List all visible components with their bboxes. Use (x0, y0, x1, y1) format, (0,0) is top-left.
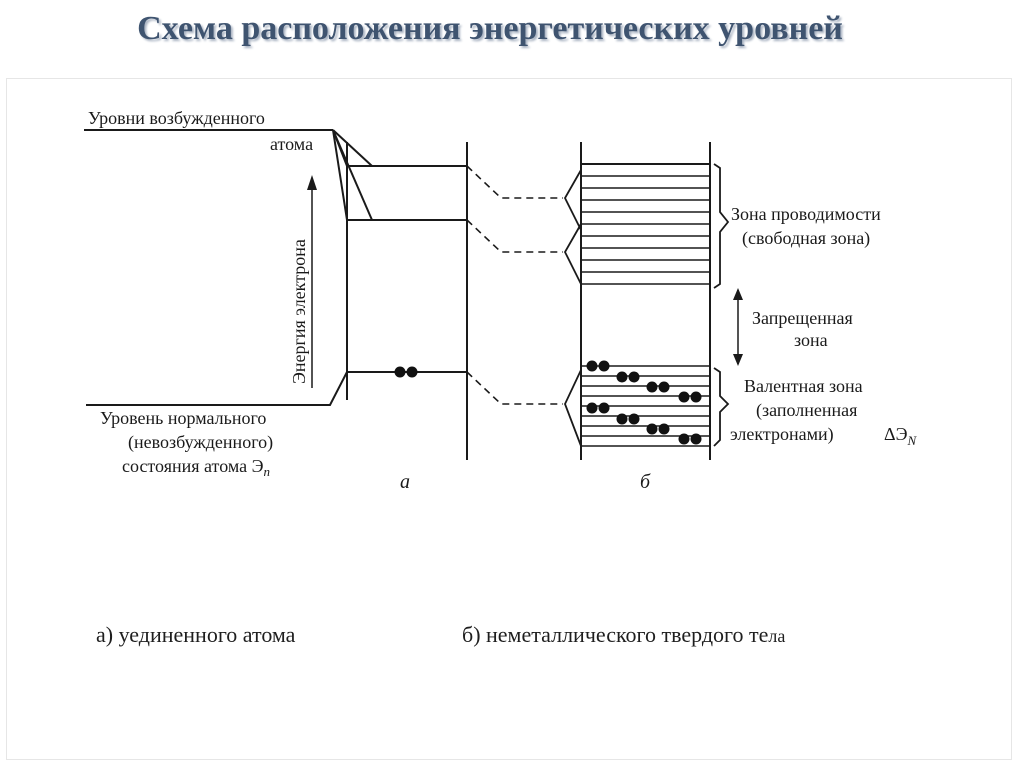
caption-b: б) неметаллического твердого тела (462, 622, 785, 648)
excited-leader-3 (332, 129, 348, 221)
electron (586, 360, 598, 372)
forbidden-arrow-up (733, 288, 743, 300)
electron (646, 423, 658, 435)
dashed-link-ground (466, 371, 563, 405)
band-brace-upper (563, 169, 582, 231)
caption-b-main: б) неметаллического твердого те (462, 622, 769, 647)
electron (658, 423, 670, 435)
dashed-link-lower (466, 219, 563, 253)
slide-title: Схема расположения энергетических уровне… (137, 10, 843, 47)
ground-label-line2: (невозбужденного) (128, 432, 273, 453)
ground-leader (86, 371, 348, 406)
electron (616, 371, 628, 383)
electron (658, 381, 670, 393)
ground-label-line1: Уровень нормального (100, 408, 266, 428)
conduction-label-line1: Зона проводимости (731, 204, 881, 224)
forbidden-arrow-down (733, 354, 743, 366)
electron (586, 402, 598, 414)
energy-axis-arrowhead (307, 175, 317, 190)
electron (678, 391, 690, 403)
electron (406, 366, 418, 378)
valence-electrons (586, 360, 702, 445)
energy-axis-label: Энергия электрона (289, 239, 309, 384)
excited-label-line1: Уровни возбужденного (88, 108, 265, 128)
slide-frame (6, 78, 1012, 760)
dashed-link-upper (466, 165, 563, 199)
conduction-band-levels (581, 175, 710, 285)
electron (646, 381, 658, 393)
panel-a-label: а (400, 471, 410, 493)
panel-b-label: б (640, 471, 651, 493)
electron (678, 433, 690, 445)
caption-a: а) уединенного атома (96, 622, 296, 647)
electron (690, 433, 702, 445)
excited-leader-4 (332, 129, 373, 221)
band-brace-valence (564, 369, 582, 447)
electron (628, 371, 640, 383)
forbidden-label-line2: зона (794, 330, 828, 350)
forbidden-label-line1: Запрещенная (752, 308, 853, 328)
valence-bracket (713, 367, 730, 447)
valence-label-line1: Валентная зона (744, 376, 863, 396)
electron (598, 360, 610, 372)
electron (598, 402, 610, 414)
electron (628, 413, 640, 425)
conduction-label-line2: (свободная зона) (742, 228, 870, 249)
valence-label-line2: (заполненная (756, 400, 857, 421)
excited-leader-2 (332, 129, 373, 167)
caption-b-tail: ла (768, 626, 786, 646)
band-brace-lower (563, 223, 582, 285)
conduction-bracket (713, 163, 730, 289)
electron (690, 391, 702, 403)
delta-energy-label: ΔЭN (884, 424, 917, 448)
electron (394, 366, 406, 378)
electron (616, 413, 628, 425)
ground-label-line3: состояния атома Эn (122, 456, 270, 479)
valence-label-line3: электронами) (730, 424, 834, 445)
excited-label-line2: атома (270, 134, 313, 154)
